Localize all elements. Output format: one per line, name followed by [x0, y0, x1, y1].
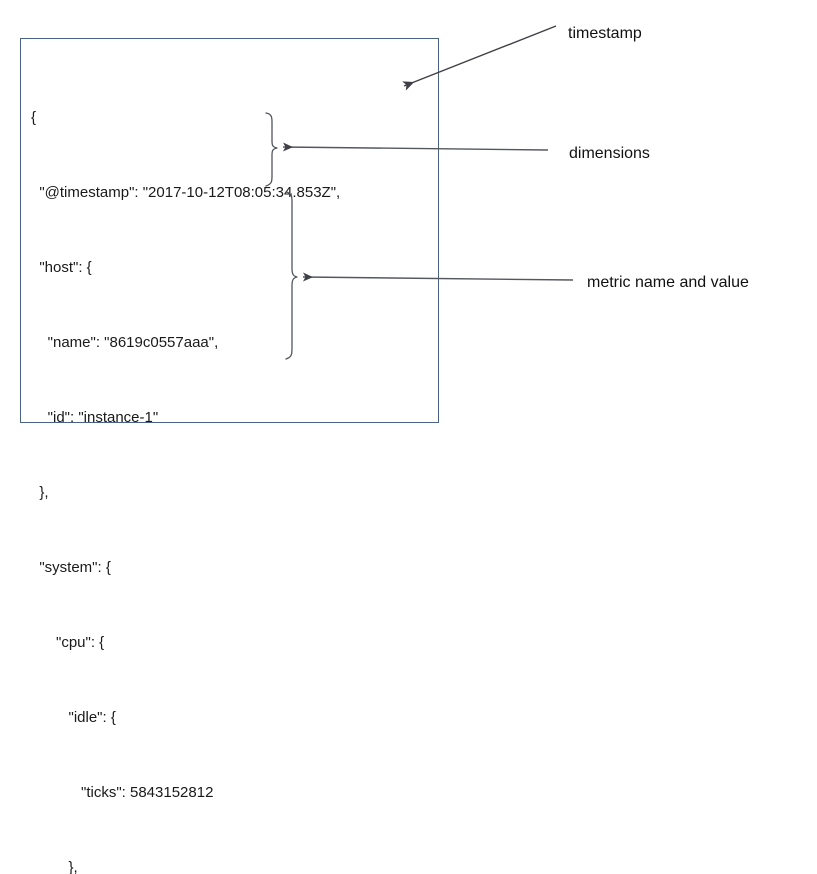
json-line-host-name: "name": "8619c0557aaa", [31, 334, 219, 351]
json-code-block: { "@timestamp": "2017-10-12T08:05:34.853… [31, 55, 431, 874]
callout-label-timestamp: timestamp [568, 25, 642, 42]
json-line-cpu-open: "cpu": { [31, 634, 105, 651]
json-line-idle-close: }, [31, 859, 78, 874]
callout-label-metric: metric name and value [587, 274, 749, 291]
json-line-host-id: "id": "instance-1" [31, 409, 159, 426]
json-line-timestamp: "@timestamp": "2017-10-12T08:05:34.853Z"… [31, 184, 341, 201]
json-line-system-open: "system": { [31, 559, 111, 576]
callout-label-dimensions: dimensions [569, 145, 650, 162]
json-line-host-close: }, [31, 484, 49, 501]
diagram-canvas: { "@timestamp": "2017-10-12T08:05:34.853… [20, 25, 749, 874]
json-document-box: { "@timestamp": "2017-10-12T08:05:34.853… [20, 38, 439, 874]
json-line-ticks: "ticks": 5843152812 [31, 784, 214, 801]
json-line: { [31, 109, 37, 126]
json-line-idle-open: "idle": { [31, 709, 116, 726]
json-line-host-open: "host": { [31, 259, 92, 276]
